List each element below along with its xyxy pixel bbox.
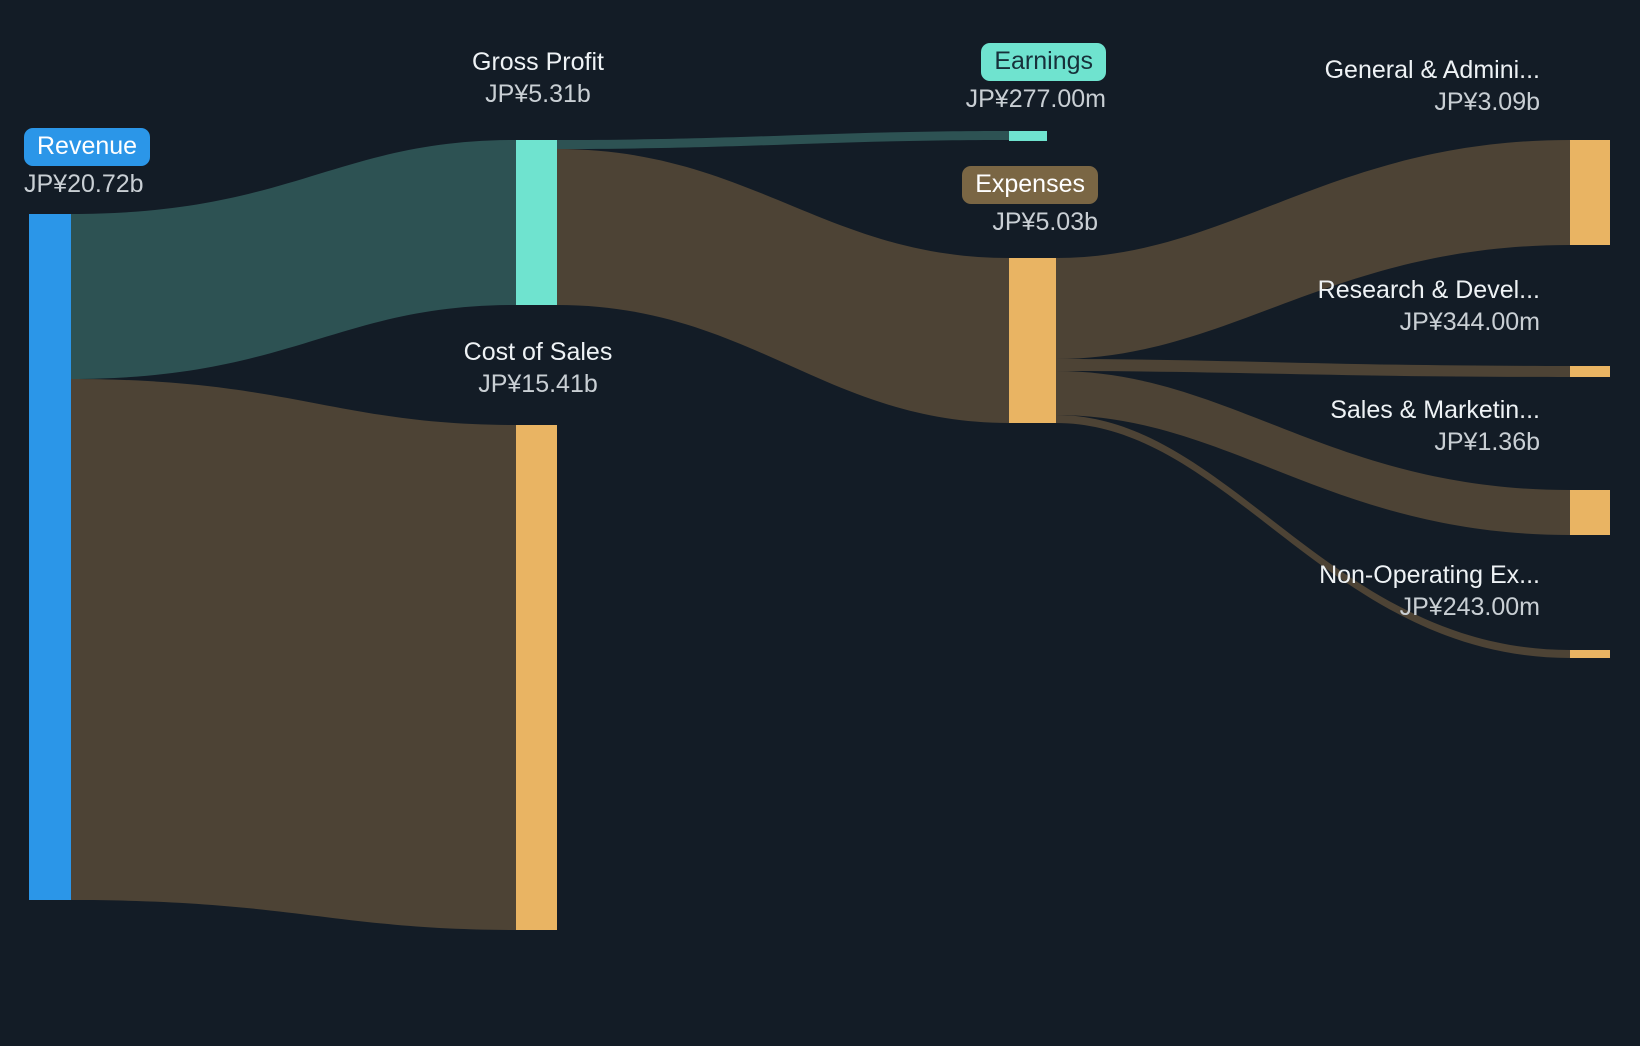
node-bar-cost-of-sales[interactable] [516, 425, 557, 930]
node-bar-research-development[interactable] [1570, 366, 1610, 377]
node-label-earnings: Earnings JP¥277.00m [806, 43, 1106, 113]
node-title-research-development: Research & Devel... [1317, 276, 1540, 304]
link-expenses-to-sales-marketing[interactable] [1056, 371, 1570, 535]
node-title-expenses: Expenses [962, 166, 1098, 204]
link-expenses-to-general-administrative[interactable] [1056, 140, 1570, 359]
node-title-non-operating-expenses: Non-Operating Ex... [1319, 561, 1540, 589]
sankey-nodes [29, 131, 1610, 930]
node-label-expenses: Expenses JP¥5.03b [790, 166, 1098, 236]
node-value-cost-of-sales: JP¥15.41b [478, 370, 598, 398]
node-value-earnings: JP¥277.00m [965, 85, 1106, 113]
node-title-general-administrative: General & Admini... [1324, 56, 1540, 84]
node-value-research-development: JP¥344.00m [1399, 308, 1540, 336]
node-label-gross-profit: Gross Profit JP¥5.31b [398, 48, 678, 108]
node-label-revenue: Revenue JP¥20.72b [24, 128, 151, 198]
node-label-general-administrative: General & Admini... JP¥3.09b [1180, 56, 1540, 116]
link-revenue-to-cost-of-sales[interactable] [71, 379, 516, 930]
node-title-sales-marketing: Sales & Marketin... [1330, 396, 1540, 424]
link-gross-profit-to-expenses[interactable] [557, 149, 1009, 423]
node-bar-gross-profit[interactable] [516, 140, 557, 305]
node-title-earnings: Earnings [981, 43, 1106, 81]
node-value-gross-profit: JP¥5.31b [485, 80, 591, 108]
node-bar-general-administrative[interactable] [1570, 140, 1610, 245]
node-value-expenses: JP¥5.03b [992, 208, 1098, 236]
node-label-non-operating-expenses: Non-Operating Ex... JP¥243.00m [1180, 561, 1540, 621]
sankey-links [71, 131, 1570, 930]
link-expenses-to-research-development[interactable] [1056, 359, 1570, 377]
node-value-revenue: JP¥20.72b [24, 170, 144, 198]
node-bar-sales-marketing[interactable] [1570, 490, 1610, 535]
node-bar-earnings[interactable] [1009, 131, 1047, 141]
node-title-cost-of-sales: Cost of Sales [463, 338, 613, 366]
node-value-general-administrative: JP¥3.09b [1434, 88, 1540, 116]
node-label-research-development: Research & Devel... JP¥344.00m [1180, 276, 1540, 336]
node-bar-revenue[interactable] [29, 214, 71, 900]
node-bar-non-operating-expenses[interactable] [1570, 650, 1610, 658]
link-gross-profit-to-earnings[interactable] [557, 131, 1009, 149]
node-label-cost-of-sales: Cost of Sales JP¥15.41b [398, 338, 678, 398]
node-value-non-operating-expenses: JP¥243.00m [1399, 593, 1540, 621]
link-revenue-to-gross-profit[interactable] [71, 140, 516, 379]
node-title-gross-profit: Gross Profit [472, 48, 604, 76]
node-title-revenue: Revenue [24, 128, 151, 166]
node-bar-expenses[interactable] [1009, 258, 1056, 423]
node-label-sales-marketing: Sales & Marketin... JP¥1.36b [1180, 396, 1540, 456]
node-value-sales-marketing: JP¥1.36b [1434, 428, 1540, 456]
